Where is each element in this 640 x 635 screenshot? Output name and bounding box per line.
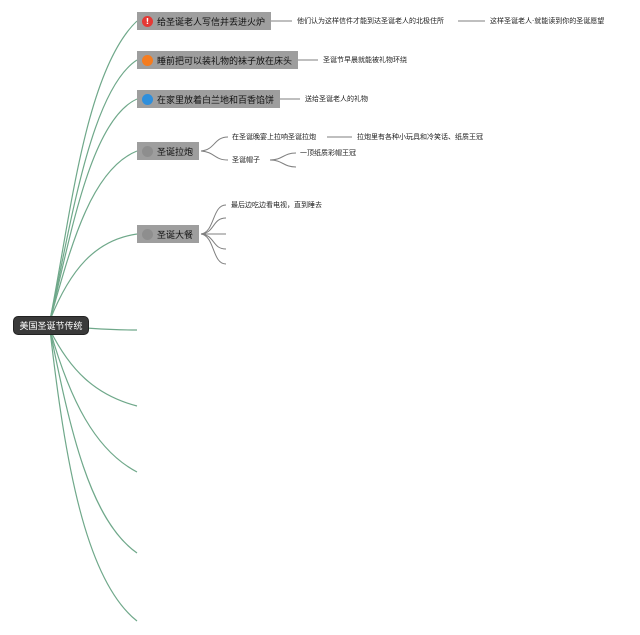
subtopic-christmas-hat[interactable]: 圣诞帽子 [232,155,260,165]
connector-t4-c2 [200,150,229,161]
branch-to-topic-5 [49,233,138,321]
topic-label: 给圣诞老人写信并丢进火炉 [157,17,266,28]
subtopic-label: 最后边吃边看电视，直到睡去 [231,201,322,209]
branch-to-topic-3 [49,98,138,321]
subtopic-paper-crown[interactable]: 一顶纸质彩帽王冠 [300,148,356,158]
orange-marker-icon [142,54,153,66]
connector-t4-c1 [200,136,229,152]
subtopic-label: 拉炮里有各种小玩具和冷笑话、纸质王冠 [357,133,483,141]
subtopic-cracker-contents[interactable]: 拉炮里有各种小玩具和冷笑话、纸质王冠 [357,132,483,142]
subtopic-label: 送给圣诞老人的礼物 [305,95,368,103]
topic-christmas-dinner[interactable]: 圣诞大餐 [137,225,200,243]
branch-to-topic-1 [49,20,138,321]
subtopic-label: 他们认为这样信件才能到达圣诞老人的北极住所 [297,17,444,25]
subtopic-watch-tv[interactable]: 最后边吃边看电视，直到睡去 [231,200,322,210]
connector-t4-gc2-a [269,152,297,161]
connector-t5-empty-4 [200,233,227,265]
connector-t5-c1 [200,204,227,235]
branch-empty-5 [49,329,138,622]
connector-t4-gc2-b [269,159,297,168]
subtopic-label: 一顶纸质彩帽王冠 [300,149,356,157]
topic-christmas-cracker[interactable]: 圣诞拉炮 [137,142,200,160]
subtopic-gift-for-santa[interactable]: 送给圣诞老人的礼物 [305,94,368,104]
subtopic-label: 圣诞节早晨就能被礼物环绕 [323,56,407,64]
subtopic-label: 圣诞帽子 [232,156,260,164]
topic-label: 圣诞大餐 [157,230,194,241]
branch-to-topic-4 [49,150,138,321]
subtopic-pull-cracker[interactable]: 在圣诞晚宴上拉响圣诞拉炮 [232,132,316,142]
subtopic-north-pole-belief[interactable]: 他们认为这样信件才能到达圣诞老人的北极住所 [297,16,444,26]
connector-t5-empty-1 [200,217,227,235]
subtopic-read-wishes[interactable]: 这样圣诞老人·就能读到你的圣诞愿望 [490,16,604,26]
gray-marker-icon [142,228,153,240]
topic-label: 在家里放着白兰地和百香馅饼 [157,95,275,106]
topic-label: 睡前把可以装礼物的袜子放在床头 [157,56,293,67]
topic-label: 圣诞拉炮 [157,147,194,158]
branch-empty-2 [49,329,138,407]
topic-stocking[interactable]: 睡前把可以装礼物的袜子放在床头 [137,51,299,69]
branch-to-topic-2 [49,59,138,321]
subtopic-surrounded-by-gifts[interactable]: 圣诞节早晨就能被礼物环绕 [323,55,407,65]
gray-marker-icon [142,145,153,157]
root-topic[interactable]: 美国圣诞节传统 [13,316,89,335]
subtopic-label: 在圣诞晚宴上拉响圣诞拉炮 [232,133,316,141]
topic-brandy-pie[interactable]: 在家里放着白兰地和百香馅饼 [137,90,281,108]
subtopic-label: 这样圣诞老人·就能读到你的圣诞愿望 [490,17,605,25]
blue-marker-icon [142,93,153,105]
topic-write-letter[interactable]: ! 给圣诞老人写信并丢进火炉 [137,12,272,30]
root-topic-label: 美国圣诞节传统 [19,322,83,332]
connector-t5-empty-3 [200,233,227,250]
branch-empty-4 [49,329,138,554]
priority-1-icon: ! [142,15,153,27]
branch-empty-3 [49,329,138,473]
